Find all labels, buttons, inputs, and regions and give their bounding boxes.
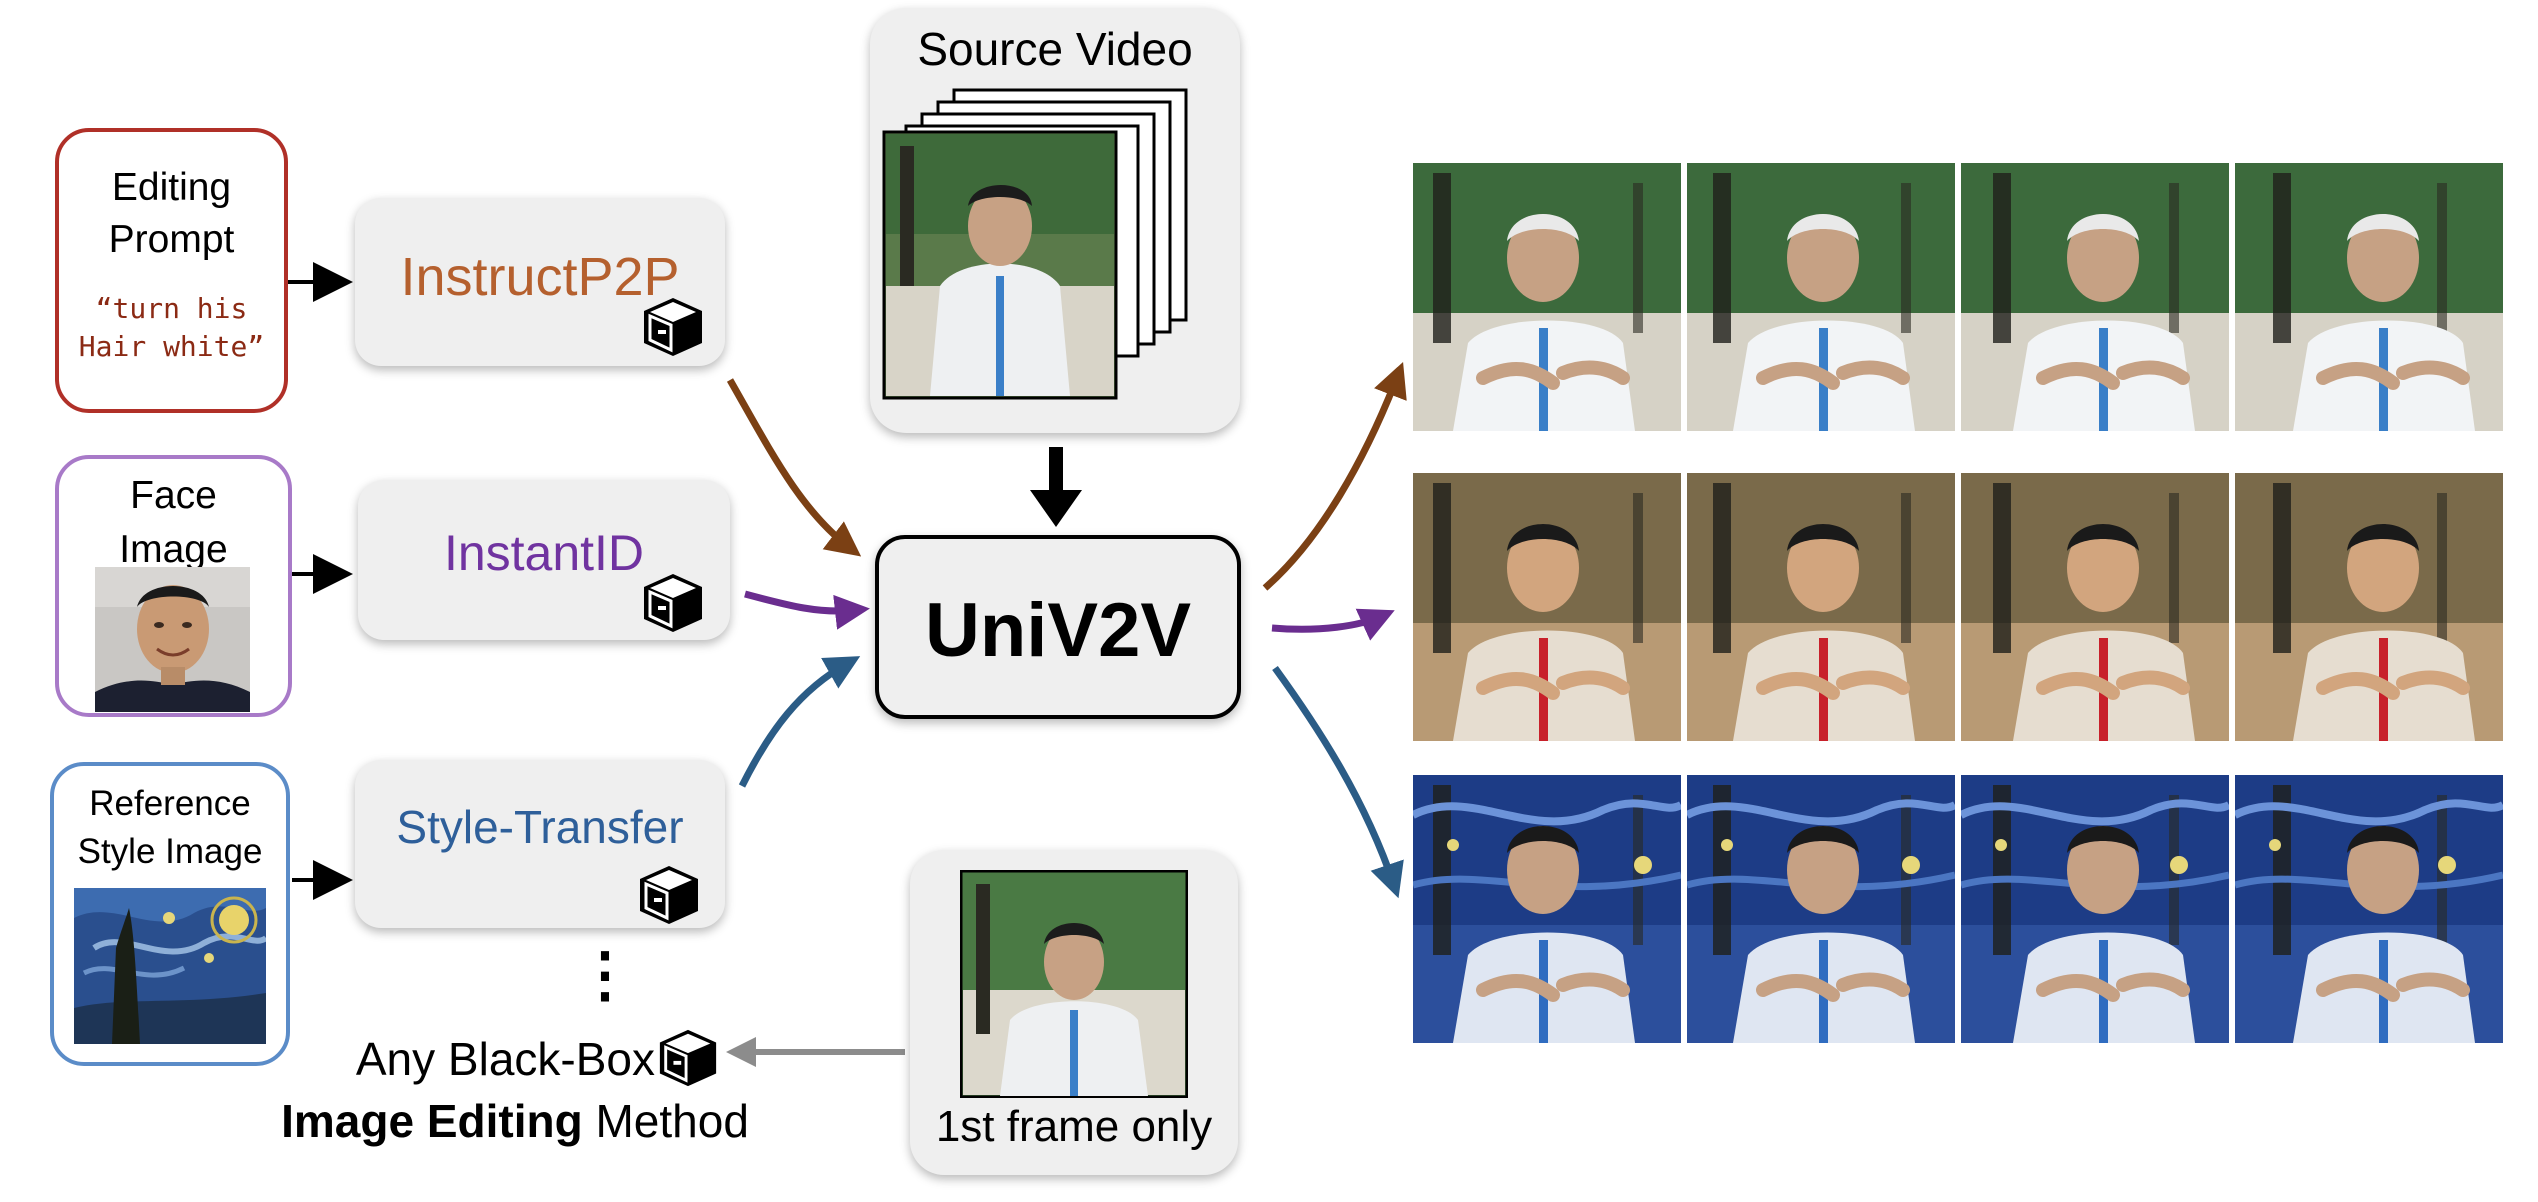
arrow-core-to-row1	[1262, 361, 1407, 591]
output-frame-face-swap-2	[1687, 473, 1955, 741]
univ2v-core-box: UniV2V	[875, 535, 1241, 719]
editing-prompt-box: Editing Prompt “turn his Hair white”	[55, 128, 288, 413]
any-method-line1: Any Black-Box	[355, 1033, 655, 1085]
more-methods-ellipsis: ⋮	[575, 941, 635, 1008]
output-frame-white-hair-3	[1961, 163, 2229, 431]
output-frame-white-hair-1	[1413, 163, 1681, 431]
univ2v-label: UniV2V	[924, 588, 1192, 673]
output-frame-face-swap-3	[1961, 473, 2229, 741]
any-method-rest: Method	[582, 1095, 749, 1147]
output-frame-white-hair-2	[1687, 163, 1955, 431]
output-frame-starry-style-2	[1687, 775, 1955, 1043]
face-image-box: Face Image	[55, 455, 292, 717]
output-frames-grid	[1413, 163, 2503, 1048]
instructp2p-label: InstructP2P	[400, 247, 680, 307]
any-method-line2: Image Editing Method	[255, 1094, 775, 1148]
first-frame-label: 1st frame only	[935, 1102, 1213, 1151]
arrow-core-to-row2	[1271, 608, 1395, 641]
face-image-title: Face Image	[119, 474, 228, 571]
arrow-core-to-row3	[1272, 665, 1404, 899]
source-video-label: Source Video	[917, 23, 1193, 75]
output-frame-starry-style-3	[1961, 775, 2229, 1043]
editing-prompt-title: Editing Prompt	[108, 166, 235, 261]
arrow-instantid-to-core	[744, 590, 870, 630]
blackbox-cube-icon	[644, 574, 702, 632]
source-video-frames	[882, 88, 1188, 400]
arrow-source-head	[1030, 490, 1082, 527]
output-frame-face-swap-4	[2235, 473, 2503, 741]
output-frame-white-hair-4	[2235, 163, 2503, 431]
style-transfer-label: Style-Transfer	[396, 801, 684, 853]
arrow-instructp2p-to-core	[726, 378, 862, 557]
style-image-box: Reference Style Image	[50, 762, 290, 1066]
blackbox-cube-icon	[640, 866, 698, 924]
any-method-bold: Image Editing	[281, 1095, 583, 1147]
face-reference-photo	[95, 567, 250, 712]
blackbox-cube-icon	[644, 298, 702, 356]
style-image-title: Reference Style Image	[77, 784, 263, 871]
starry-night-photo	[74, 888, 266, 1044]
instantid-label: InstantID	[443, 525, 645, 581]
first-frame-photo	[960, 870, 1188, 1098]
source-frame-front	[882, 130, 1118, 400]
arrow-style-to-core	[738, 656, 861, 788]
output-frame-face-swap-1	[1413, 473, 1681, 741]
blackbox-cube-icon	[659, 1029, 717, 1087]
output-frame-starry-style-1	[1413, 775, 1681, 1043]
output-frame-starry-style-4	[2235, 775, 2503, 1043]
editing-prompt-text: “turn his Hair white”	[78, 292, 265, 363]
